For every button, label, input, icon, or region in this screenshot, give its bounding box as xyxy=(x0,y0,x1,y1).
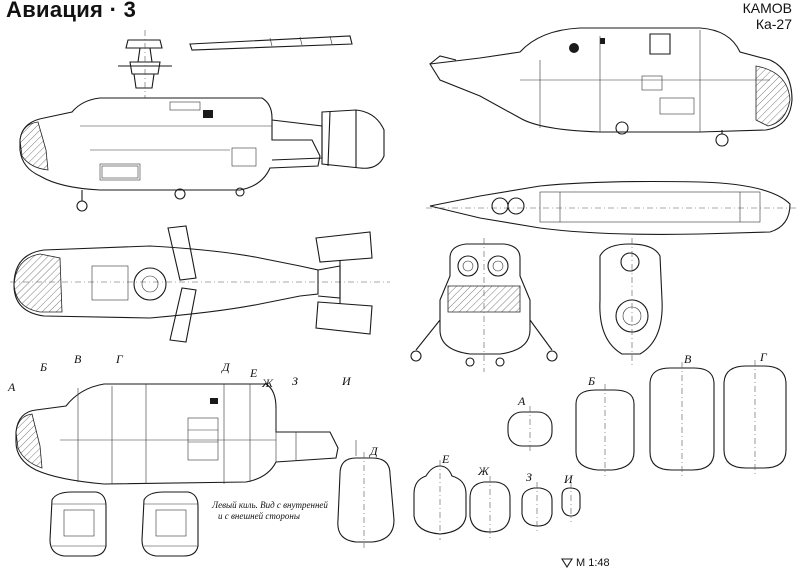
scale-marker xyxy=(561,558,573,569)
manufacturer-label: КАМОВ xyxy=(742,0,792,16)
front-view xyxy=(410,238,558,372)
cross-section-label-b: Б xyxy=(588,374,596,388)
section-mark-v: В xyxy=(74,352,82,366)
fin-note: Левый киль. Вид с внутренней и с внешней… xyxy=(212,500,328,522)
section-mark-g: Г xyxy=(116,352,123,366)
top-view-left xyxy=(10,225,390,343)
section-mark-d: Д xyxy=(222,360,230,374)
bottom-view-right xyxy=(426,180,796,235)
side-view-left xyxy=(19,30,385,212)
rear-view xyxy=(599,238,663,366)
cross-section-label-i: И xyxy=(564,472,573,486)
fin-note-line-1: Левый киль. Вид с внутренней xyxy=(212,500,328,510)
section-mark-zh: Ж xyxy=(262,376,273,390)
section-mark-i: И xyxy=(342,374,351,388)
scale-label: M 1:48 xyxy=(576,557,610,569)
side-view-interior xyxy=(15,383,357,485)
cross-section-label-d: Д xyxy=(370,444,378,458)
cross-section-label-zh: Ж xyxy=(478,464,489,478)
magazine-title: Авиация · 3 xyxy=(6,0,137,22)
cross-section-label-v: В xyxy=(684,352,692,366)
cross-sections xyxy=(337,360,787,548)
section-mark-z: З xyxy=(292,374,298,388)
section-mark-e: Е xyxy=(250,366,258,380)
fin-views xyxy=(49,491,199,557)
cross-section-label-e: Е xyxy=(442,452,450,466)
cross-section-label-g: Г xyxy=(760,350,767,364)
fin-note-line-2: и с внешней стороны xyxy=(218,511,300,521)
cross-section-label-z: З xyxy=(526,470,532,484)
side-view-right xyxy=(429,27,793,147)
model-label: Ка-27 xyxy=(755,16,792,32)
cross-section-label-a: А xyxy=(518,394,526,408)
section-mark-a: А xyxy=(8,380,16,394)
section-mark-b: Б xyxy=(40,360,48,374)
